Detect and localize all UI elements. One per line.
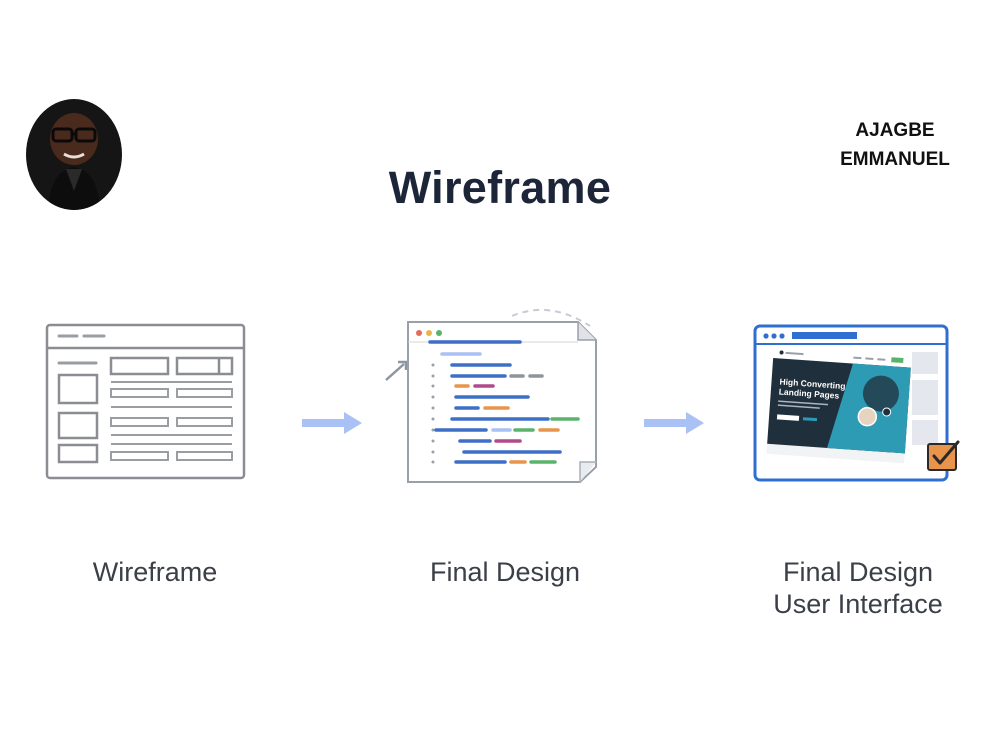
stage-final-ui: High Converting Landing Pages xyxy=(752,320,967,490)
arrow-right-icon xyxy=(642,410,706,436)
caption-wireframe: Wireframe xyxy=(55,556,255,588)
stage-wireframe xyxy=(44,318,249,488)
arrow-to-ui xyxy=(642,410,706,441)
checkbox-checked-icon xyxy=(928,442,958,470)
arrow-to-design xyxy=(300,410,364,441)
caption-final-design: Final Design xyxy=(395,556,615,588)
caption-line: Final Design xyxy=(738,556,978,588)
page-title: Wireframe xyxy=(0,162,1000,214)
caption-final-ui: Final Design User Interface xyxy=(738,556,978,620)
caption-line: Final Design xyxy=(395,556,615,588)
code-document-icon xyxy=(380,302,610,487)
stage-final-design xyxy=(380,302,610,492)
arrow-right-icon xyxy=(300,410,364,436)
author-first-name: AJAGBE xyxy=(800,116,990,145)
caption-line: User Interface xyxy=(738,588,978,620)
wireframe-layout-icon xyxy=(44,318,249,483)
caption-line: Wireframe xyxy=(55,556,255,588)
browser-preview-icon: High Converting Landing Pages xyxy=(752,320,967,485)
